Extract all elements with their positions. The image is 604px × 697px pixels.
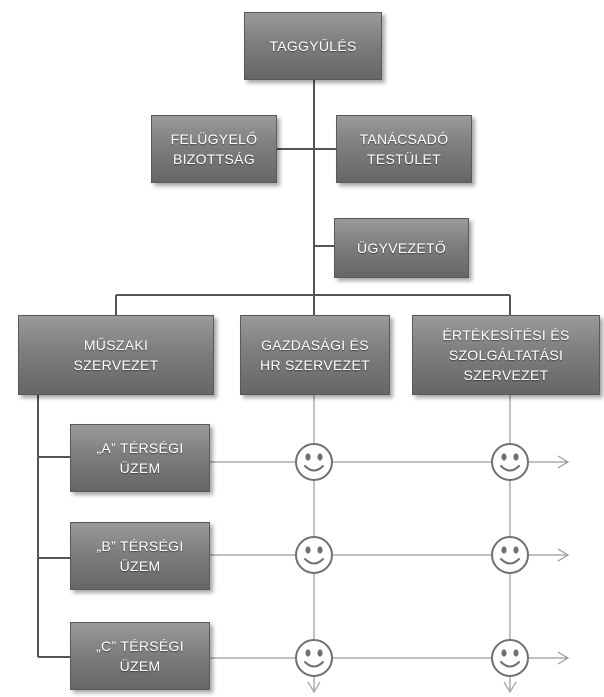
division-finance-hr-box: GAZDASÁGI ÉS HR SZERVEZET: [240, 315, 390, 395]
box-label-line: HR SZERVEZET: [260, 357, 370, 373]
box-label-line: ÉRTÉKESÍTÉSI ÉS: [442, 326, 570, 343]
supervisory-board-box: FELÜGYELŐ BIZOTTSÁG: [151, 115, 277, 183]
smiley-icons: [295, 443, 529, 677]
plant-a-box: „A” TÉRSÉGI ÜZEM: [70, 424, 210, 492]
smiley-face-icon: [295, 536, 333, 574]
box-label-line: GAZDASÁGI ÉS: [261, 336, 369, 353]
smiley-face-icon: [295, 639, 333, 677]
division-technical-box: MŰSZAKI SZERVEZET: [18, 315, 214, 395]
box-label-line: ÜZEM: [119, 460, 161, 476]
general-assembly-box: TAGGYŰLÉS: [244, 12, 382, 80]
box-label-line: ÜGYVEZETŐ: [356, 239, 447, 256]
box-label-line: ÜZEM: [119, 558, 161, 574]
hierarchy-connectors: [37, 80, 511, 658]
box-label-line: SZERVEZET: [73, 357, 159, 373]
box-label-line: TAGGYŰLÉS: [269, 37, 357, 54]
managing-director-box: ÜGYVEZETŐ: [334, 218, 469, 278]
box-label-line: „A” TÉRSÉGI: [96, 439, 184, 456]
box-label-line: TANÁCSADÓ: [359, 130, 449, 147]
box-label-line: „C” TÉRSÉGI: [96, 637, 184, 654]
smiley-face-icon: [491, 443, 529, 481]
division-sales-service-box: ÉRTÉKESÍTÉSI ÉS SZOLGÁLTATÁSI SZERVEZET: [412, 315, 600, 395]
box-label-line: SZOLGÁLTATÁSI: [448, 346, 564, 363]
box-label-line: MŰSZAKI: [83, 336, 149, 353]
box-label-line: TESTÜLET: [367, 151, 441, 167]
box-label-line: BIZOTTSÁG: [172, 151, 256, 167]
plant-b-box: „B” TÉRSÉGI ÜZEM: [70, 522, 210, 590]
box-label-line: „B” TÉRSÉGI: [96, 537, 184, 554]
smiley-face-icon: [491, 536, 529, 574]
plant-c-box: „C” TÉRSÉGI ÜZEM: [70, 622, 210, 690]
box-label-line: SZERVEZET: [463, 367, 549, 384]
advisory-board-box: TANÁCSADÓ TESTÜLET: [336, 115, 472, 183]
smiley-face-icon: [491, 639, 529, 677]
smiley-face-icon: [295, 443, 333, 481]
box-label-line: ÜZEM: [119, 658, 161, 674]
box-label-line: FELÜGYELŐ: [170, 130, 258, 147]
